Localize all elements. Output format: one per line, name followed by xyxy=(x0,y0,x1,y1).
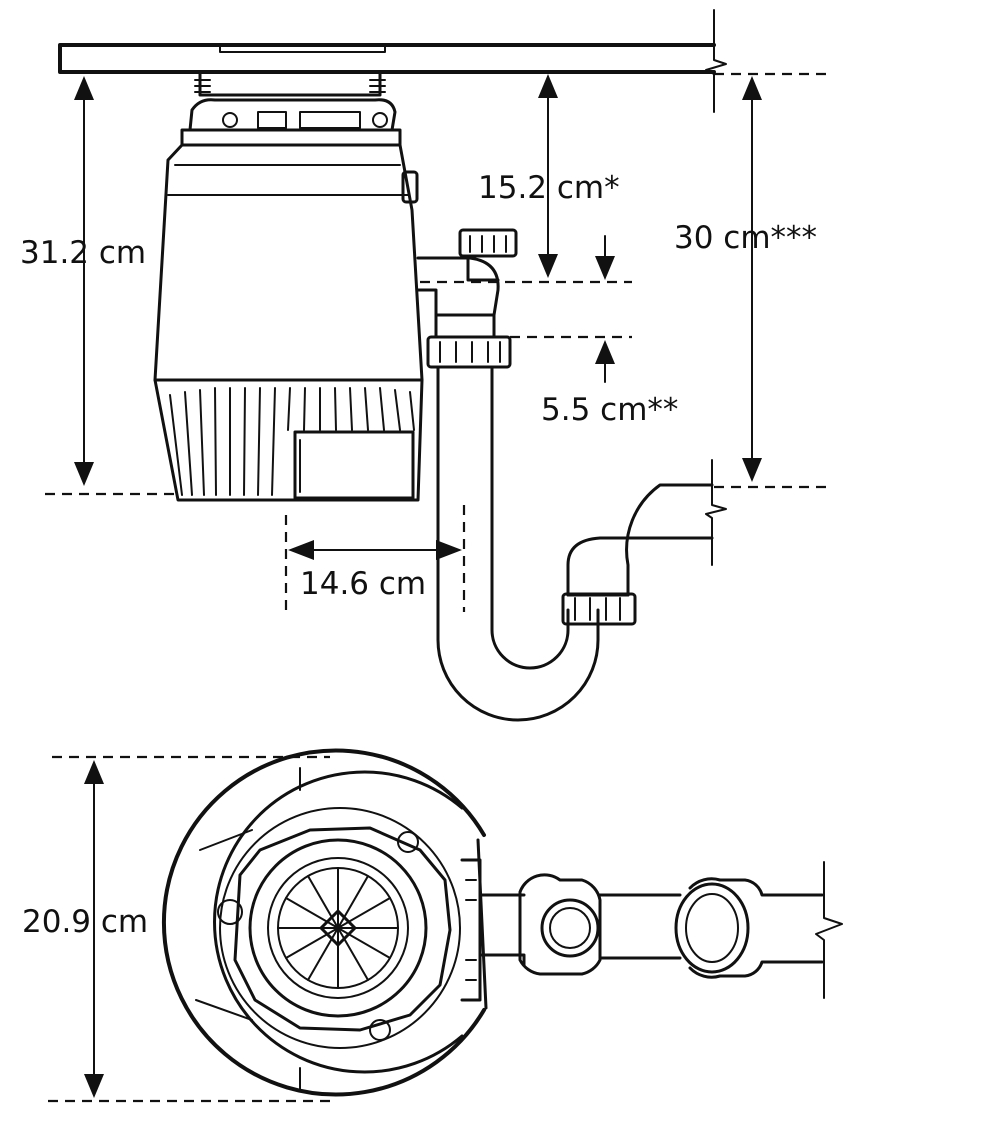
label-pipe-height: 30 cm*** xyxy=(674,220,817,256)
dimension-drain-height xyxy=(538,74,615,280)
label-height-total: 31.2 cm xyxy=(20,235,146,271)
discharge-inlet xyxy=(416,228,518,369)
p-trap xyxy=(436,365,727,722)
sink-countertop xyxy=(58,9,727,113)
mounting-assembly xyxy=(180,70,402,147)
label-diameter: 20.9 cm xyxy=(22,904,148,940)
dimension-pipe-offset xyxy=(595,340,615,383)
drain-pipe-top xyxy=(480,861,843,999)
label-horizontal-offset: 14.6 cm xyxy=(300,566,426,602)
dimension-horizontal-offset xyxy=(288,540,462,560)
dimension-pipe-height xyxy=(742,76,762,482)
top-view: 20.9 cm xyxy=(22,748,843,1103)
dimension-diameter xyxy=(84,760,104,1098)
side-view: 31.2 cm 15.2 cm* 30 cm*** 5.5 cm** 14.6 … xyxy=(20,9,832,722)
dimension-height-total xyxy=(74,76,94,486)
label-pipe-offset: 5.5 cm** xyxy=(541,392,678,428)
label-drain-height: 15.2 cm* xyxy=(478,170,620,206)
disposer-top-housing xyxy=(162,748,488,1097)
reference-lines-top xyxy=(48,755,330,1103)
disposer-body xyxy=(153,143,424,502)
reference-lines xyxy=(45,72,832,612)
